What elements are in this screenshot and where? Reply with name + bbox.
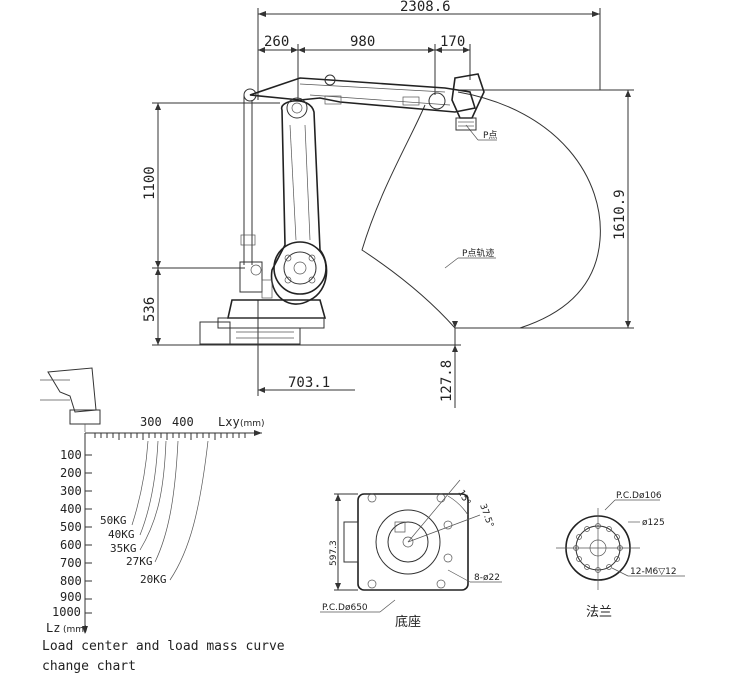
flange-dia-label: ø125: [642, 518, 665, 528]
mini-robot-icon: [47, 367, 97, 413]
curve-label-35kg: 35KG: [110, 542, 137, 555]
lz-tick-1000: 1000: [52, 605, 81, 619]
dim-height-upper: 1100: [142, 166, 158, 200]
lxy-ticks: [94, 433, 246, 440]
curve-40kg: [139, 440, 159, 536]
label-p-point: P点: [483, 130, 497, 141]
lz-tick-400: 400: [60, 502, 82, 516]
base-view-title: 底座: [395, 614, 421, 630]
base-view: 15° 37.5° 597.3 8-ø22 P.C.Dø650 底座: [320, 479, 502, 630]
base-dim-left: 597.3: [329, 540, 339, 566]
wrist: [451, 73, 485, 119]
flange-view-title: 法兰: [586, 605, 612, 620]
curve-27kg: [154, 440, 179, 563]
base-angle-b: 37.5°: [477, 503, 495, 529]
flange-view: P.C.Dø106 ø125 12-M6▽12 法兰: [556, 491, 685, 620]
motor: [239, 261, 263, 293]
lz-tick-200: 200: [60, 466, 82, 480]
robot-side-view: 2308.6 260 980 170 1100 536 1610.9 703.1…: [142, 0, 634, 408]
dim-seg-b: 980: [350, 34, 375, 50]
lz-axis-label: Lz: [46, 621, 60, 635]
lz-ticks: [85, 454, 92, 614]
curve-label-50kg: 50KG: [100, 514, 127, 527]
lz-tick-500: 500: [60, 520, 82, 534]
base-column: [227, 299, 327, 319]
dim-seg-a: 260: [264, 34, 289, 50]
lxy-axis-unit: (mm): [240, 419, 265, 429]
base-pcd-label: P.C.Dø650: [322, 603, 368, 613]
lxy-tick-300: 300: [140, 415, 162, 429]
lxy-tick-400: 400: [172, 415, 194, 429]
dim-total-reach: 2308.6: [400, 0, 451, 15]
curve-label-27kg: 27KG: [126, 555, 153, 568]
chart-caption-line1: Load center and load mass curve: [42, 639, 285, 654]
work-envelope: [361, 91, 601, 329]
lz-tick-300: 300: [60, 484, 82, 498]
chart-caption-line2: change chart: [42, 659, 136, 674]
forearm: [249, 77, 477, 113]
dim-below-base: 127.8: [439, 360, 455, 402]
dim-seg-c: 170: [440, 34, 465, 50]
lz-tick-800: 800: [60, 574, 82, 588]
dim-base-offset: 703.1: [288, 375, 330, 391]
lz-axis-unit: (mm): [63, 625, 88, 635]
flange-holes-label: 12-M6▽12: [630, 567, 677, 577]
curve-label-40kg: 40KG: [108, 528, 135, 541]
curve-50kg: [131, 440, 149, 526]
label-p-trajectory: P点轨迹: [462, 247, 494, 259]
lower-arm: [270, 100, 328, 305]
curve-20kg: [169, 440, 209, 581]
joint-2: [273, 241, 327, 295]
lz-tick-100: 100: [60, 448, 82, 462]
flange-pcd-label: P.C.Dø106: [616, 491, 662, 501]
lz-tick-700: 700: [60, 556, 82, 570]
dim-height-right: 1610.9: [612, 189, 628, 240]
lxy-axis-label: Lxy: [218, 415, 240, 429]
load-chart: 300 400 Lxy (mm) 100 200 300 400 500 600…: [40, 367, 285, 674]
curve-35kg: [139, 440, 167, 551]
curve-label-20kg: 20KG: [140, 573, 167, 586]
lz-tick-900: 900: [60, 590, 82, 604]
lz-tick-600: 600: [60, 538, 82, 552]
base-holes-label: 8-ø22: [474, 573, 500, 583]
dim-height-base: 536: [142, 297, 158, 322]
base-angle-a: 15°: [455, 489, 472, 508]
